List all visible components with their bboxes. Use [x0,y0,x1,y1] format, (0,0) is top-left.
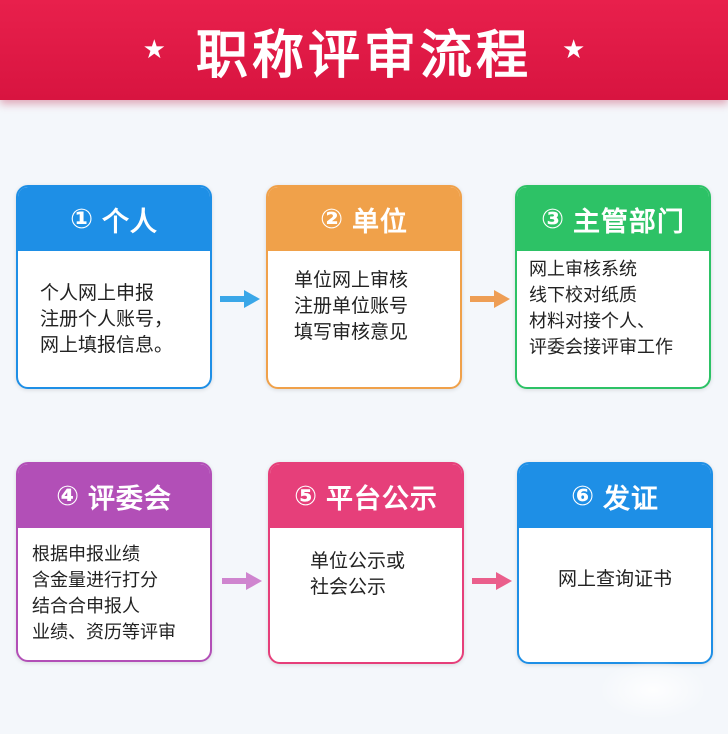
step-6-number: ⑥ [571,480,595,512]
step-2-label: 单位 [351,206,408,238]
step-4-line-3: 结合合申报人 [32,596,140,617]
arrow-icon-5-to-6 [472,572,512,590]
step-4-line-1: 根据申报业绩 [32,544,140,565]
step-2-line-1: 单位网上审核 [294,269,409,291]
step-3-line-3: 材料对接个人、 [529,311,655,332]
step-4-body: 根据申报业绩 含金量进行打分 结合合申报人 业绩、资历等评审 [18,528,210,660]
step-3-line-1: 网上审核系统 [529,259,637,280]
star-icon-left: ★ [142,35,166,65]
step-3-line-4: 评委会接评审工作 [529,337,673,358]
step-2-body: 单位网上审核 注册单位账号 填写审核意见 [268,251,460,387]
arrow-icon-4-to-5 [222,572,262,590]
step-5-body: 单位公示或 社会公示 [270,528,462,662]
step-6-line-1: 网上查询证书 [557,568,672,590]
step-5-number: ⑤ [294,480,318,512]
step-4-number: ④ [56,480,80,512]
arrow-icon-2-to-3 [470,290,510,308]
step-2-line-2: 注册单位账号 [294,295,409,317]
step-2-line-3: 填写审核意见 [294,321,409,343]
step-2-header: ② 单位 [268,187,460,251]
step-4-header: ④ 评委会 [18,464,210,528]
step-3-number: ③ [541,203,565,235]
step-3-card: ③ 主管部门 网上审核系统 线下校对纸质 材料对接个人、 评委会接评审工作 [515,185,711,389]
step-1-header: ① 个人 [18,187,210,251]
step-3-label: 主管部门 [572,206,685,238]
step-1-line-2: 注册个人账号， [40,308,174,330]
step-1-line-3: 网上填报信息。 [40,334,174,356]
step-4-label: 评委会 [87,483,172,515]
step-1-number: ① [70,203,94,235]
blur-overlay [598,660,708,720]
step-5-card: ⑤ 平台公示 单位公示或 社会公示 [268,462,464,664]
step-1-label: 个人 [101,206,158,238]
step-1-body: 个人网上申报 注册个人账号， 网上填报信息。 [18,251,210,387]
step-1-line-1: 个人网上申报 [40,282,155,304]
step-3-body: 网上审核系统 线下校对纸质 材料对接个人、 评委会接评审工作 [517,251,709,387]
title-banner: ★ 职称评审流程 ★ [0,0,728,100]
page-title: 职称评审流程 [195,25,532,86]
step-6-header: ⑥ 发证 [519,464,711,528]
step-5-header: ⑤ 平台公示 [270,464,462,528]
step-5-line-1: 单位公示或 [310,550,406,572]
step-2-number: ② [320,203,344,235]
step-4-card: ④ 评委会 根据申报业绩 含金量进行打分 结合合申报人 业绩、资历等评审 [16,462,212,662]
step-4-line-4: 业绩、资历等评审 [32,622,176,643]
star-icon-right: ★ [562,35,586,65]
step-5-label: 平台公示 [325,483,438,515]
step-1-card: ① 个人 个人网上申报 注册个人账号， 网上填报信息。 [16,185,212,389]
step-5-line-2: 社会公示 [310,576,387,598]
step-6-label: 发证 [602,483,659,515]
step-6-card: ⑥ 发证 网上查询证书 [517,462,713,664]
step-2-card: ② 单位 单位网上审核 注册单位账号 填写审核意见 [266,185,462,389]
step-6-body: 网上查询证书 [519,528,711,662]
step-3-line-2: 线下校对纸质 [529,285,637,306]
arrow-icon-1-to-2 [220,290,260,308]
step-3-header: ③ 主管部门 [517,187,709,251]
step-4-line-2: 含金量进行打分 [32,570,158,591]
